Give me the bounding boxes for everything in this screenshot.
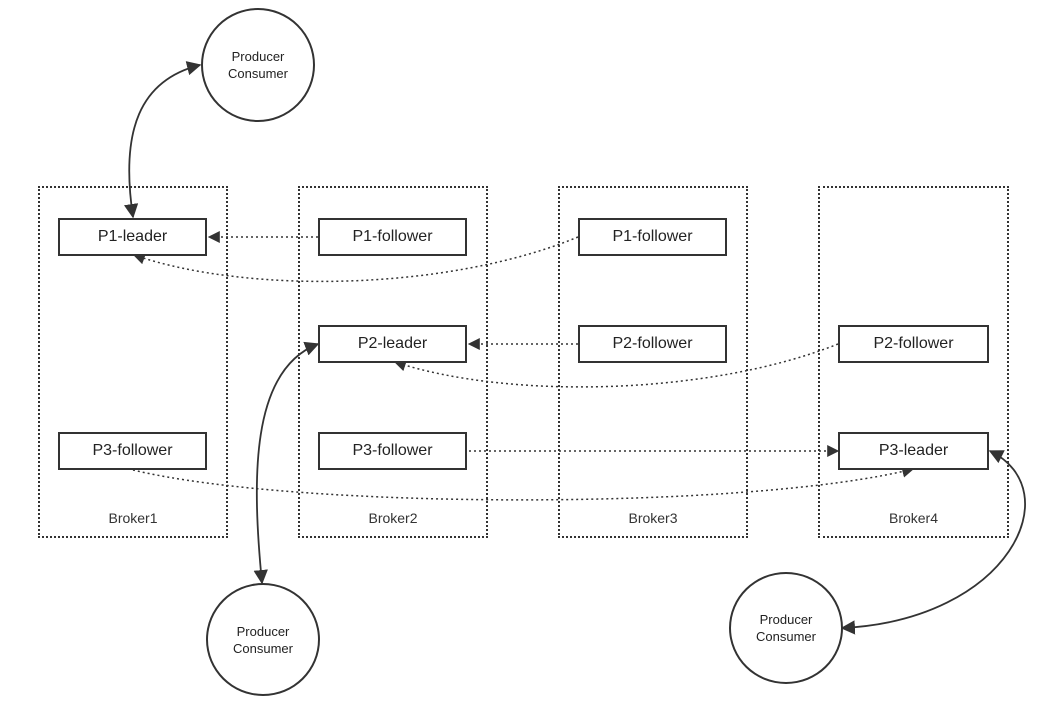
partition-b2-p3-follower: P3-follower	[318, 432, 467, 470]
partition-b3-p1-follower: P1-follower	[578, 218, 727, 256]
client-line-1: Producer	[236, 623, 290, 639]
client-line-2: Consumer	[756, 629, 816, 644]
client-line-2: Consumer	[233, 640, 293, 656]
producer-consumer-bottom-left: Producer Consumer	[206, 583, 320, 696]
broker-3: Broker3	[558, 186, 748, 538]
partition-b4-p3-leader: P3-leader	[838, 432, 989, 470]
client-line-1: Producer	[759, 612, 813, 627]
partition-b3-p2-follower: P2-follower	[578, 325, 727, 363]
broker-label: Broker1	[108, 510, 158, 526]
client-link-bottom-left	[253, 341, 320, 585]
partition-b1-p3-follower: P3-follower	[58, 432, 207, 470]
partition-b2-p1-follower: P1-follower	[318, 218, 467, 256]
replication-arrow-b1p3-to-b4p3	[132, 465, 915, 501]
broker-4: Broker4	[818, 186, 1009, 538]
partition-b4-p2-follower: P2-follower	[838, 325, 989, 363]
broker-1: Broker1	[38, 186, 228, 538]
broker-label: Broker3	[628, 510, 678, 526]
replication-arrow-b4p2-to-b2p2	[393, 343, 839, 388]
client-link-bottom-right	[840, 450, 1026, 635]
broker-label: Broker2	[368, 510, 418, 526]
broker-2: Broker2	[298, 186, 488, 538]
replication-arrow-b3p1-to-b1p1	[132, 236, 579, 283]
partition-b2-p2-leader: P2-leader	[318, 325, 467, 363]
client-line-1: Producer	[231, 49, 285, 64]
broker-label: Broker4	[888, 510, 939, 526]
partition-b1-p1-leader: P1-leader	[58, 218, 207, 256]
producer-consumer-top: Producer Consumer	[201, 8, 315, 122]
client-line-2: Consumer	[228, 66, 288, 81]
producer-consumer-bottom-right: Producer Consumer	[729, 572, 843, 684]
